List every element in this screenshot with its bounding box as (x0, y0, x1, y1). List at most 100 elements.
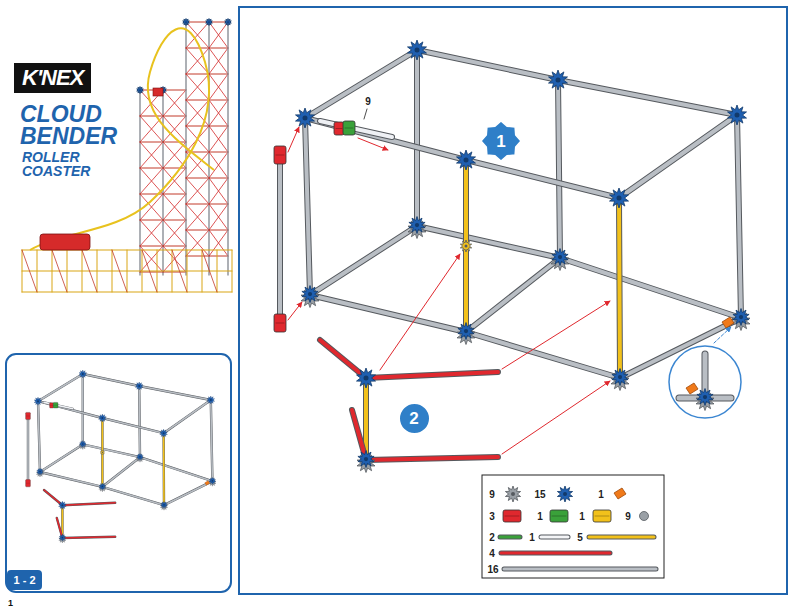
tower-brace (209, 100, 228, 126)
assembly-arrow (358, 138, 388, 150)
connector-hole (139, 89, 141, 91)
inset-model (26, 370, 216, 543)
rod (27, 420, 29, 481)
tower-brace (209, 48, 228, 74)
tower-brace (209, 204, 228, 230)
steps-badge: 1 - 2 (7, 570, 42, 590)
part-count: 1 (529, 532, 535, 543)
connector-hole (62, 537, 64, 539)
rod (417, 226, 560, 258)
connector (408, 40, 427, 60)
rod-edge (417, 226, 560, 258)
tower-brace (209, 178, 228, 204)
tower-post (208, 22, 209, 275)
base-brace (112, 250, 127, 292)
tower-brace (163, 168, 186, 194)
parts-box (482, 475, 664, 578)
tower-brace (163, 220, 186, 246)
rod (38, 374, 83, 401)
magnifier (669, 346, 741, 418)
model-frame (274, 40, 750, 473)
rod (138, 386, 140, 457)
tower-post (227, 22, 228, 275)
base-brace (202, 250, 217, 292)
tower-rung (140, 116, 163, 117)
tower-rung (209, 204, 228, 205)
orange-clip (614, 488, 626, 499)
rod (139, 386, 211, 400)
orange-clip (686, 383, 698, 394)
tower-brace (186, 230, 209, 256)
rod (320, 340, 366, 378)
rod (589, 536, 654, 539)
tower-brace (186, 204, 209, 230)
tower-brace (163, 90, 186, 116)
rod-edge (541, 535, 568, 540)
rod-edge (366, 457, 498, 460)
red-connector (26, 412, 31, 419)
connector (80, 441, 86, 448)
orange-clip (205, 481, 210, 485)
rod (504, 568, 656, 571)
green-connector (343, 121, 355, 135)
rod (164, 400, 211, 433)
connector (137, 87, 144, 94)
assembly-arrow (288, 302, 302, 320)
rod (466, 160, 619, 198)
rod-edge (27, 420, 29, 481)
tower-post (162, 90, 163, 275)
tower-brace (163, 194, 186, 220)
callout-number: 1 - 2 (13, 575, 35, 586)
rod-edge (305, 118, 466, 160)
red-connector (274, 314, 286, 332)
connector (135, 382, 143, 390)
connector-hole (415, 223, 419, 227)
connector-hole (82, 443, 84, 445)
rod-edge (62, 503, 115, 505)
connector (612, 369, 628, 386)
connector-hole (101, 417, 103, 419)
tower-rung (163, 220, 186, 221)
part-count: 4 (489, 548, 495, 559)
rod (305, 118, 466, 160)
block-groove (26, 416, 29, 417)
block-groove (276, 155, 284, 156)
rod-edge (305, 50, 417, 118)
base-brace (52, 250, 67, 292)
tower-rung (186, 74, 209, 75)
tower-rung (140, 220, 163, 221)
coaster-train (40, 234, 90, 250)
connector-hole (464, 158, 469, 163)
tower-brace (186, 74, 209, 100)
tower-brace (163, 168, 186, 194)
connector (552, 249, 568, 266)
tower-brace (209, 22, 228, 48)
parts-icons (500, 486, 656, 569)
tower-rung (140, 168, 163, 169)
tower-rung (209, 256, 228, 257)
assembly-arrow (714, 327, 731, 343)
connector (357, 368, 376, 388)
tower-brace (140, 142, 163, 168)
rod-edge (164, 400, 211, 433)
connector-hole (563, 492, 567, 496)
rod-edge (40, 472, 102, 487)
tower-rung (140, 142, 163, 143)
product-title: CLOUD BENDER (20, 104, 132, 148)
rod-edge (83, 374, 139, 386)
tower-rung (163, 90, 186, 91)
tower-rung (209, 178, 228, 179)
rod (619, 115, 737, 198)
tower-brace (140, 220, 163, 246)
tower-brace (140, 220, 163, 246)
tower-rung (163, 168, 186, 169)
part-count: 2 (489, 532, 495, 543)
rod (140, 457, 212, 481)
assembly-arrow (380, 254, 460, 370)
connector-hole (185, 21, 187, 23)
red-connector (26, 480, 31, 487)
rod-edge (38, 401, 102, 418)
block-groove (54, 405, 57, 406)
tower-brace (209, 230, 228, 256)
